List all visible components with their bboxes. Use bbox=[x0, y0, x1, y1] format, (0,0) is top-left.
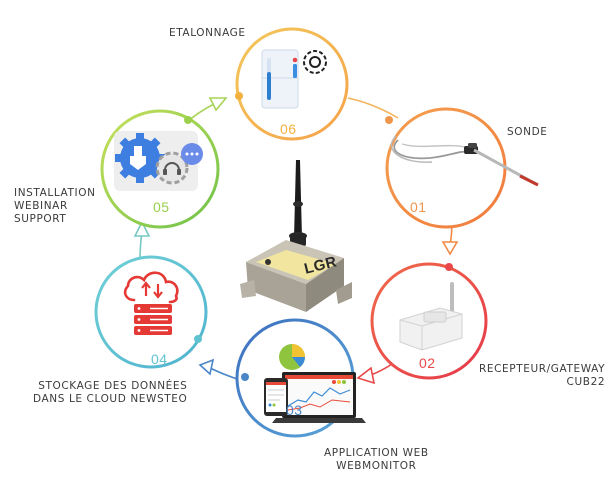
step-04-label: STOCKAGE DES DONNÉES DANS LE CLOUD NEWST… bbox=[33, 380, 188, 405]
support-tools-icon bbox=[114, 131, 203, 191]
connector-03-to-04 bbox=[198, 358, 241, 381]
step-01-label: SONDE bbox=[507, 126, 548, 138]
step-04-number: 04 bbox=[151, 351, 168, 367]
probe-icon bbox=[390, 135, 539, 187]
step-05-label: INSTALLATION WEBINAR SUPPORT bbox=[14, 187, 96, 225]
gateway-icon bbox=[399, 282, 463, 351]
step-02-label: RECEPTEUR/GATEWAY CUB22 bbox=[479, 363, 605, 388]
step-05-number: 05 bbox=[153, 199, 170, 215]
connector-02-to-03 bbox=[356, 363, 393, 385]
step-02-number: 02 bbox=[419, 355, 436, 371]
step-06-number: 06 bbox=[280, 121, 297, 137]
connector-06-to-01 bbox=[347, 97, 399, 119]
cloud-storage-icon bbox=[123, 271, 179, 335]
webmonitor-devices-icon bbox=[264, 344, 366, 423]
step-01-ring bbox=[385, 107, 507, 229]
central-lgr-device bbox=[240, 160, 352, 312]
calibration-icon bbox=[261, 49, 327, 109]
step-06-label: ETALONNAGE bbox=[169, 27, 246, 39]
step-03-label: APPLICATION WEB WEBMONITOR bbox=[324, 447, 429, 472]
step-01-number: 01 bbox=[410, 199, 427, 215]
step-03-number: 03 bbox=[286, 402, 303, 418]
